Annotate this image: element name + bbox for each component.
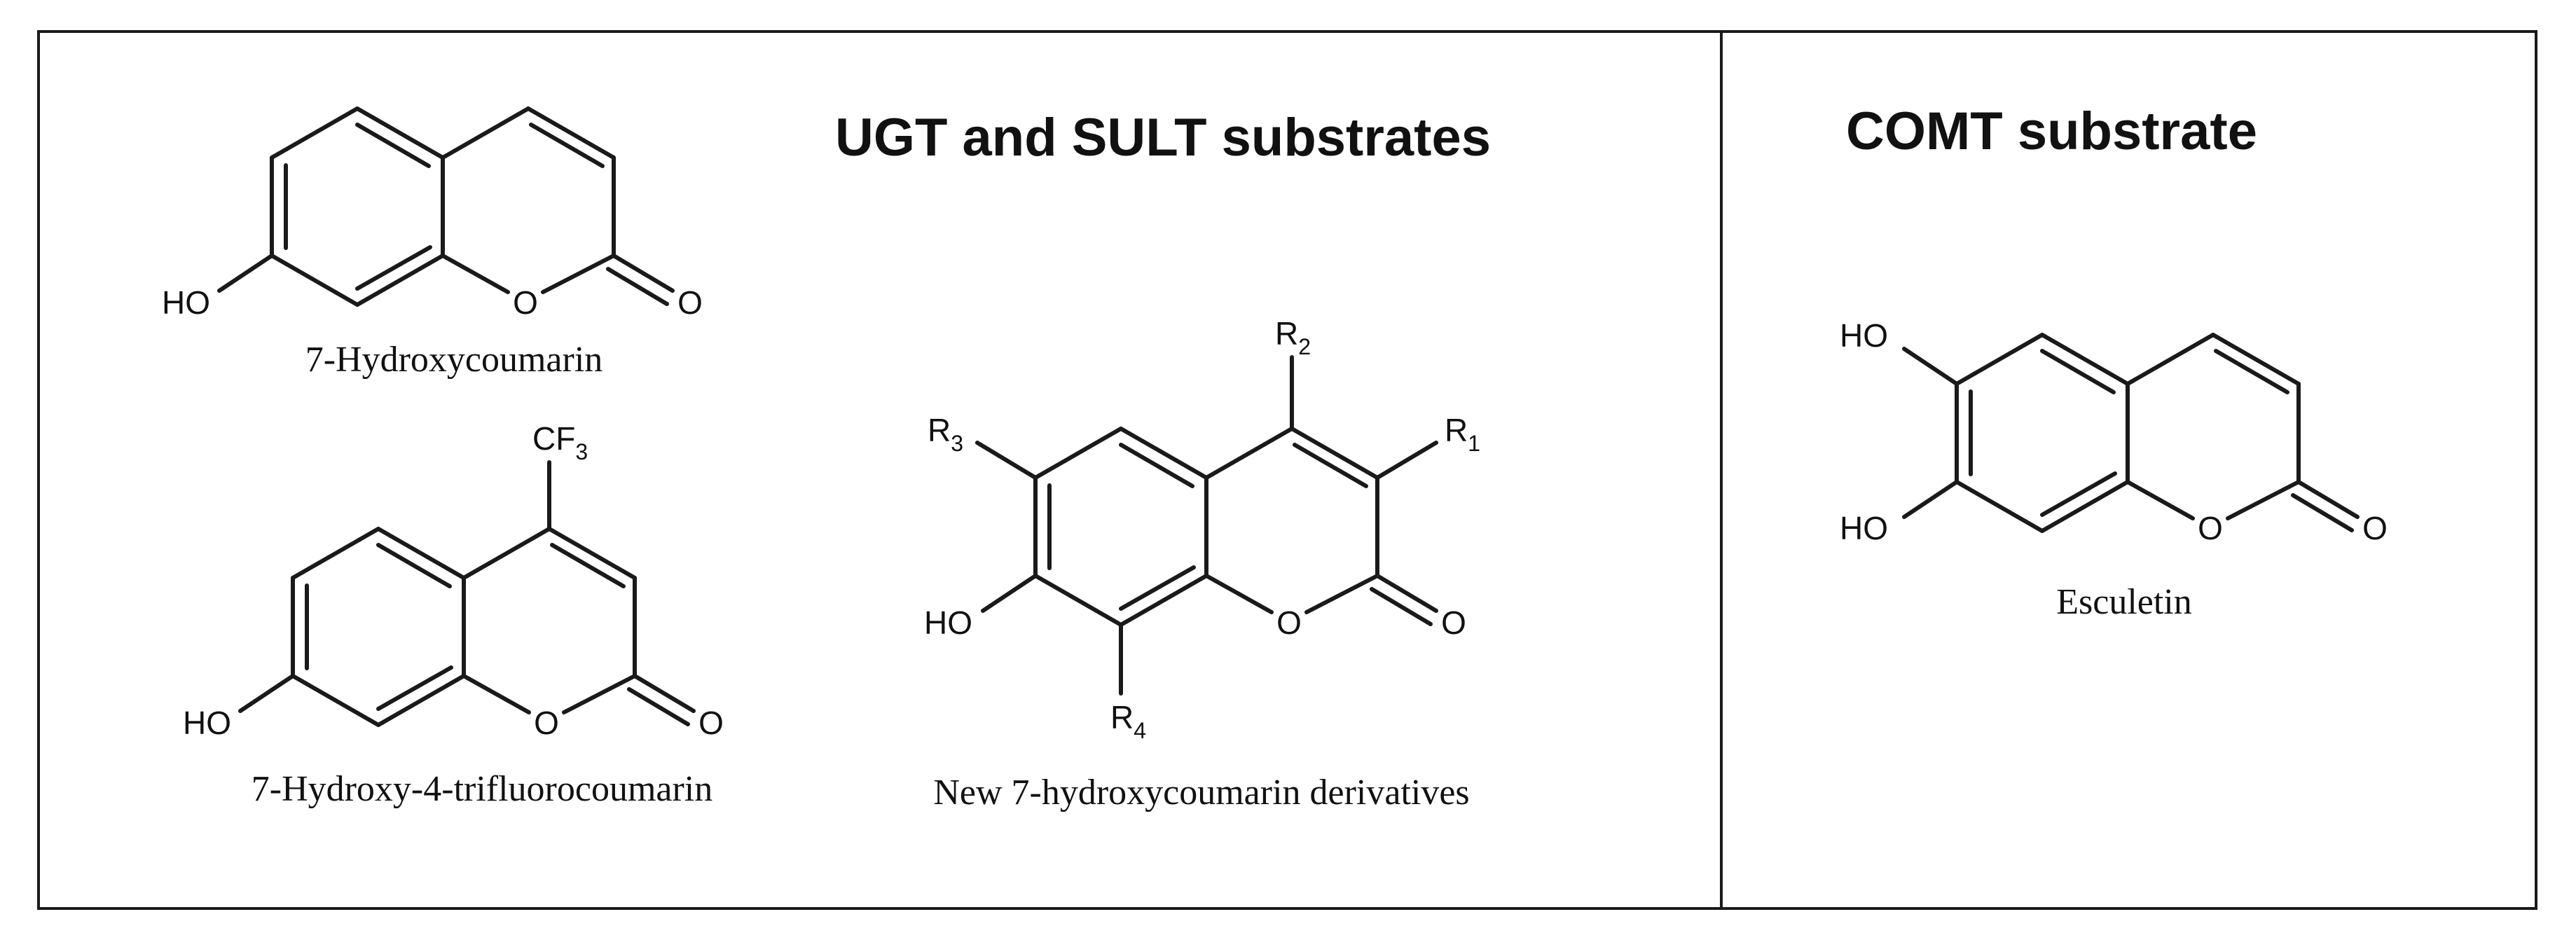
molecule-7-hydroxycoumarin: HO O O 7-Hydroxycoumarin: [162, 106, 703, 380]
atom-r1: R1: [1445, 412, 1480, 456]
bonds-esculetin: [1902, 333, 2360, 533]
atom-r2: R2: [1275, 315, 1311, 359]
atom-ring-oxygen: O: [534, 705, 559, 741]
atom-ring-oxygen: O: [1276, 604, 1302, 641]
atom-cf3: CF3: [532, 420, 588, 464]
outer-frame: [37, 30, 2537, 910]
molecule-7-hydroxy-4-trifluorocoumarin: CF3 HO O O 7-Hydroxy-4-trifluorocoumarin: [183, 420, 724, 809]
right-panel-heading: COMT substrate: [1846, 102, 2257, 161]
atom-ring-oxygen: O: [2198, 510, 2223, 546]
caption-7-hydroxycoumarin: 7-Hydroxycoumarin: [305, 340, 603, 380]
atom-hydroxyl: HO: [162, 284, 210, 321]
bonds-7-hydroxycoumarin: [217, 106, 675, 307]
atom-carbonyl-oxygen: O: [677, 284, 703, 321]
atom-carbonyl-oxygen: O: [2362, 510, 2388, 546]
molecule-esculetin: HO HO O O Esculetin: [1840, 317, 2388, 622]
atom-hydroxyl: HO: [924, 604, 972, 641]
bonds-7-hydroxy-4-trifluorocoumarin: [238, 460, 696, 727]
bonds-7-hydroxycoumarin-derivatives: [975, 355, 1438, 696]
atom-r3: R3: [928, 412, 963, 456]
caption-7-hydroxy-4-trifluorocoumarin: 7-Hydroxy-4-trifluorocoumarin: [252, 769, 712, 809]
atom-hydroxyl: HO: [183, 705, 231, 741]
atom-r4: R4: [1110, 699, 1146, 743]
caption-esculetin: Esculetin: [2056, 582, 2192, 622]
molecule-7-hydroxycoumarin-derivatives: R2 R1 R3 R4 HO O O New 7-hydroxycoumarin…: [924, 315, 1480, 813]
atom-carbonyl-oxygen: O: [698, 705, 724, 741]
atom-hydroxyl-bottom: HO: [1840, 510, 1888, 546]
atom-ring-oxygen: O: [513, 284, 538, 321]
caption-7-hydroxycoumarin-derivatives: New 7-hydroxycoumarin derivatives: [933, 773, 1469, 813]
atom-hydroxyl-top: HO: [1840, 317, 1888, 354]
atom-carbonyl-oxygen: O: [1441, 604, 1466, 641]
left-panel-heading: UGT and SULT substrates: [835, 108, 1491, 167]
